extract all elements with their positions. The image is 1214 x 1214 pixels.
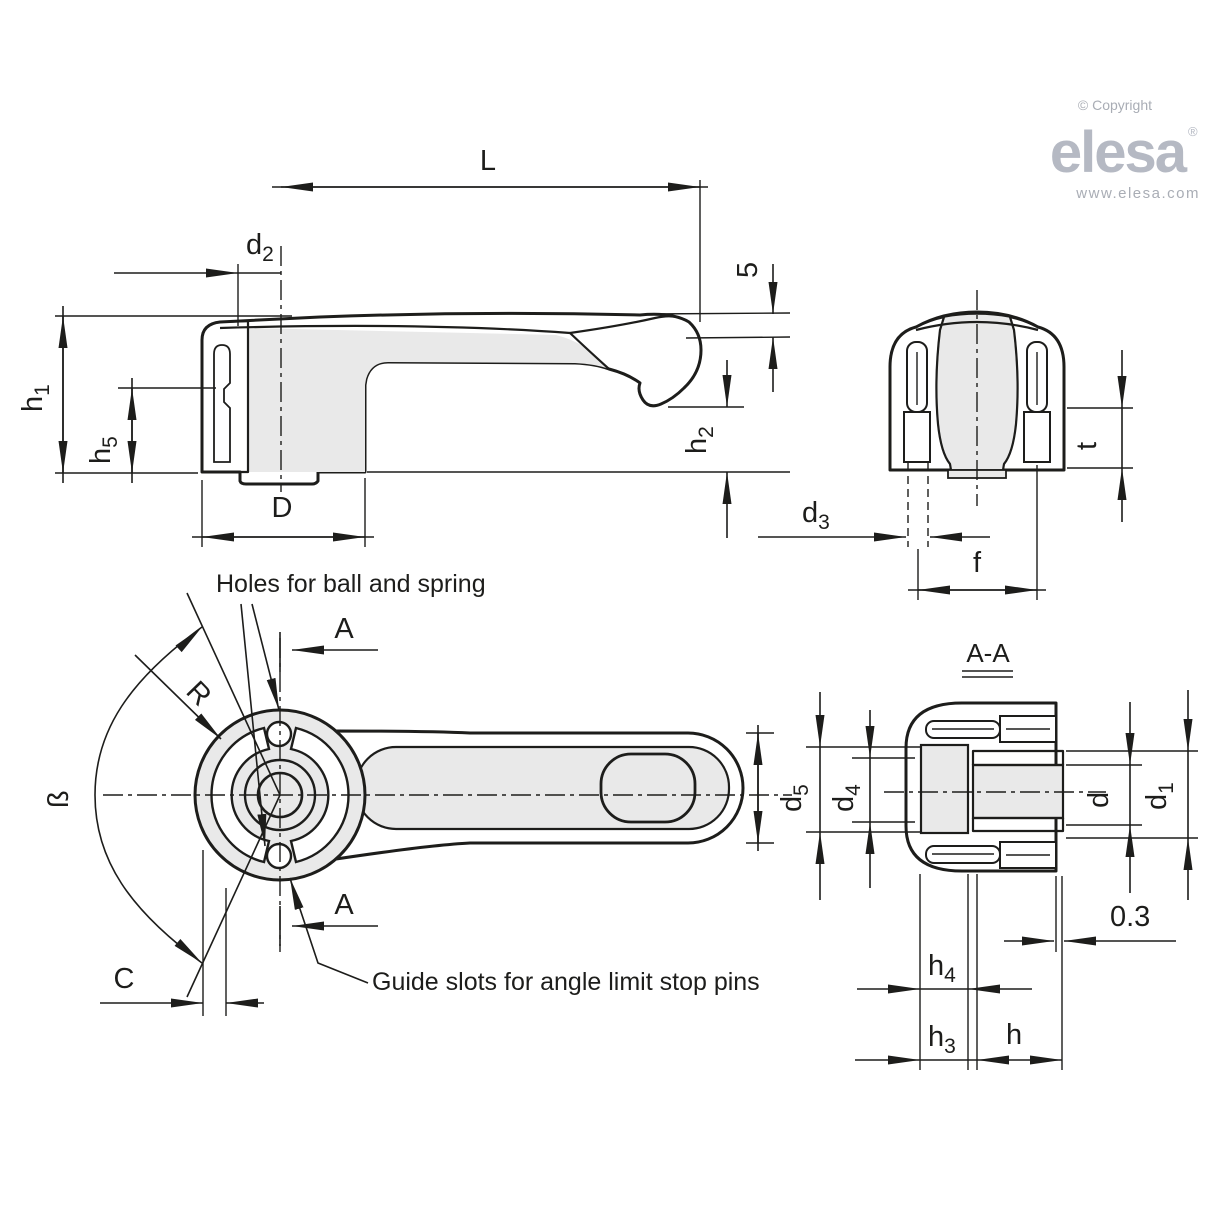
dim-R: R bbox=[180, 675, 218, 712]
dim-h3: h3 bbox=[928, 1021, 956, 1058]
dim-d5: d5 bbox=[776, 784, 813, 812]
dim-h1: h1 bbox=[17, 384, 54, 412]
dim-h: h bbox=[1006, 1019, 1022, 1051]
end-slot-right-lower bbox=[1023, 411, 1051, 463]
website-link[interactable]: www.elesa.com bbox=[1075, 185, 1200, 202]
dim-h5: h5 bbox=[85, 436, 122, 464]
dim-t: t bbox=[1071, 442, 1103, 450]
dim-C: C bbox=[114, 963, 135, 995]
top-view: A A ß R C Holes for ball and spring Guid… bbox=[43, 570, 792, 1016]
dim-D: D bbox=[272, 492, 293, 524]
dim-d: d bbox=[1083, 792, 1115, 808]
section-insert-bottom bbox=[971, 816, 1065, 833]
dim-d1: d1 bbox=[1141, 782, 1178, 810]
dim-0-3: 0.3 bbox=[1110, 901, 1150, 933]
dim-d2: d2 bbox=[246, 229, 274, 266]
section-title: A-A bbox=[966, 638, 1010, 668]
side-view: L d2 5 h1 h5 h2 bbox=[17, 145, 791, 547]
lever-side-face bbox=[248, 328, 609, 472]
end-knurl-right bbox=[1001, 315, 1066, 472]
copyright-text: © Copyright bbox=[1078, 97, 1152, 113]
guide-slot-left bbox=[210, 726, 271, 864]
ball-hole-bottom bbox=[265, 842, 293, 870]
note-guide-slots: Guide slots for angle limit stop pins bbox=[372, 968, 760, 996]
elesa-logo: elesa bbox=[1050, 120, 1188, 185]
ball-hole-top bbox=[265, 720, 293, 748]
hub-slot bbox=[213, 344, 231, 463]
branding: © Copyright elesa ® www.elesa.com bbox=[1050, 97, 1200, 202]
end-slot-left-lower bbox=[903, 411, 931, 463]
section-marker-bottom: A bbox=[334, 889, 354, 921]
dim-f: f bbox=[973, 547, 982, 579]
dim-5: 5 bbox=[732, 262, 764, 278]
section-marker-top: A bbox=[334, 613, 354, 645]
registered-mark-icon: ® bbox=[1188, 124, 1198, 139]
section-insert-top bbox=[971, 749, 1065, 767]
section-cap bbox=[904, 701, 1058, 873]
dim-h2: h2 bbox=[681, 426, 718, 454]
section-recess bbox=[919, 743, 970, 835]
grip-knurl-tip bbox=[568, 315, 703, 407]
end-knurl-left bbox=[888, 315, 953, 472]
guide-slot-right bbox=[289, 726, 350, 864]
end-view: d3 f t bbox=[758, 290, 1133, 600]
note-holes: Holes for ball and spring bbox=[216, 570, 486, 598]
dim-d4: d4 bbox=[828, 784, 865, 812]
dim-L: L bbox=[480, 145, 496, 177]
dim-h4: h4 bbox=[928, 950, 956, 987]
dim-d3: d3 bbox=[802, 497, 830, 534]
arm-end-hole bbox=[599, 752, 697, 824]
dim-beta: ß bbox=[43, 790, 75, 808]
section-view: A-A d5 d4 d bbox=[776, 638, 1198, 1070]
